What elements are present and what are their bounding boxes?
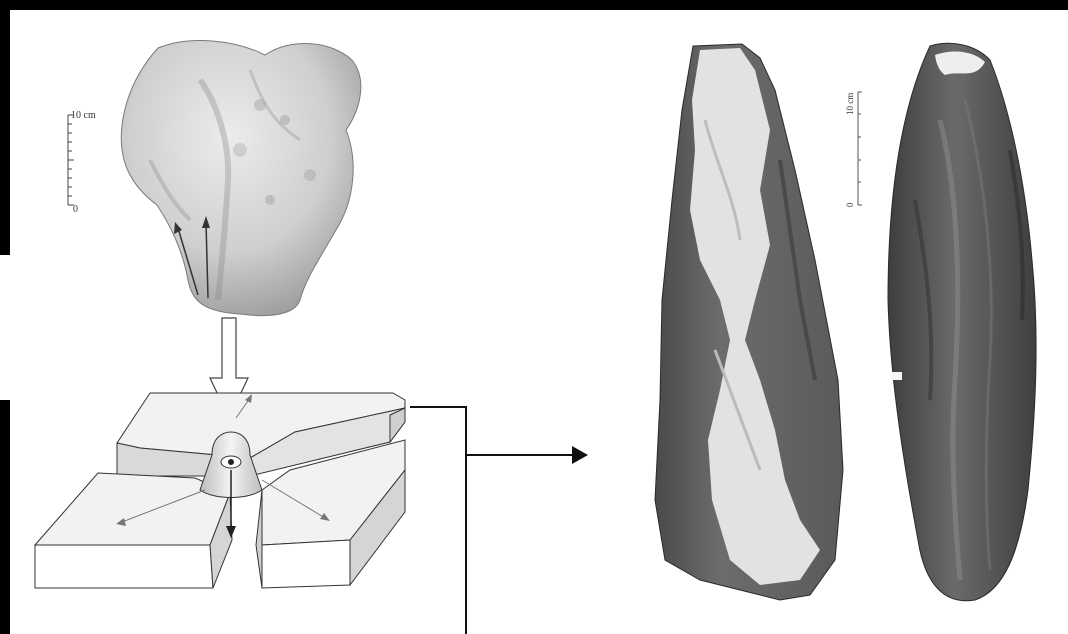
core-stone [121, 41, 361, 316]
blade-left [655, 44, 843, 600]
left-scale-bar: 10 cm 0 [68, 110, 96, 215]
right-scale-bar: 10 cm 0 [845, 92, 862, 207]
left-scale-top-label: 10 cm [71, 110, 96, 121]
right-scale-top-label: 10 cm [845, 93, 855, 115]
right-scale-bottom-label: 0 [845, 202, 855, 207]
left-scale-bottom-label: 0 [73, 204, 78, 215]
blade-right [888, 43, 1036, 600]
connector-arrow [410, 407, 588, 634]
fracture-diagram [35, 393, 405, 588]
